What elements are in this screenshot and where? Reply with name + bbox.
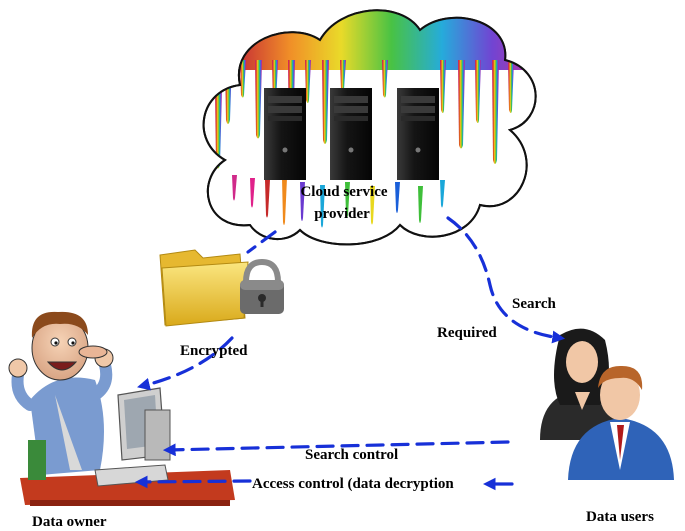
arrow-search-control xyxy=(162,440,510,457)
label-data-users: Data users xyxy=(586,509,654,525)
label-access-control: Access control (data decryption xyxy=(252,476,454,492)
data-users-icon xyxy=(540,328,674,480)
padlock-icon xyxy=(240,258,284,314)
folder-icon xyxy=(159,249,249,327)
arrow-cloud-to-folder xyxy=(246,230,277,254)
server-tower-icon xyxy=(330,88,372,180)
cloud-label-line1: Cloud service xyxy=(300,184,387,200)
encrypted-folder xyxy=(159,249,284,327)
server-tower-icon xyxy=(264,88,306,180)
cloud-service-provider: Cloud service provider xyxy=(202,9,537,246)
arrow-encrypted-to-owner xyxy=(137,336,234,391)
computer-icon xyxy=(94,387,171,487)
flow-arrows xyxy=(134,216,566,491)
arrow-access-control-left xyxy=(134,475,252,489)
arrow-cloud-to-users xyxy=(446,216,566,344)
label-search: Search xyxy=(512,296,557,312)
server-tower-icon xyxy=(397,88,439,180)
label-data-owner: Data owner xyxy=(32,514,107,530)
cloud-label-line2: provider xyxy=(314,206,370,222)
label-search-control: Search control xyxy=(305,447,398,463)
label-required: Required xyxy=(437,325,497,341)
label-encrypted: Encrypted xyxy=(180,343,248,359)
data-owner-figure xyxy=(8,311,235,506)
male-user-icon xyxy=(568,365,674,480)
